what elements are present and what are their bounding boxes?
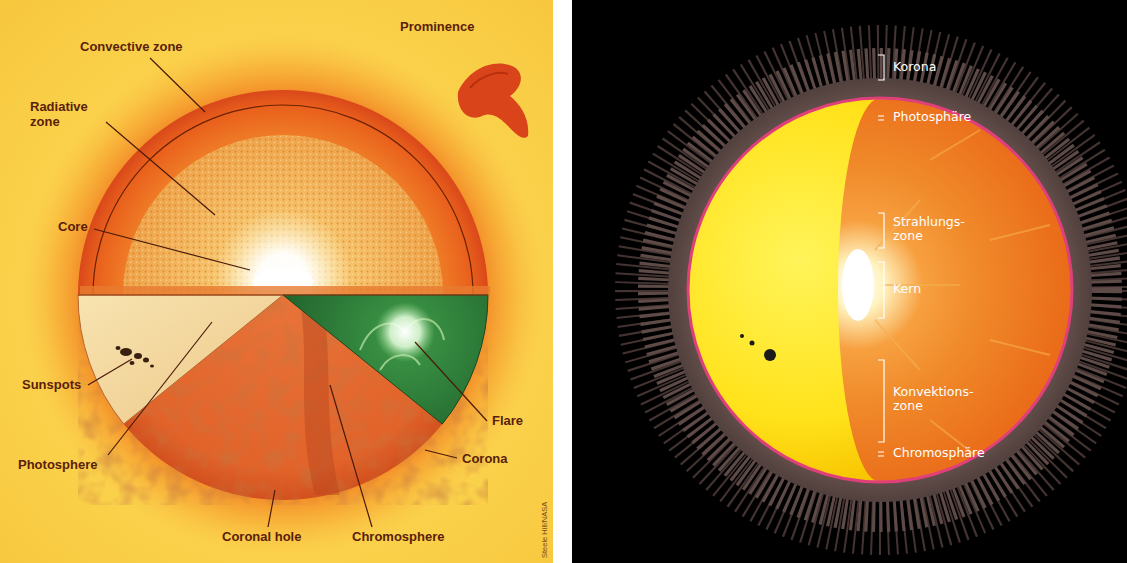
core-glow xyxy=(213,210,353,295)
sunspots-shape xyxy=(740,334,776,361)
radiative-texture xyxy=(123,135,443,295)
leader-lines xyxy=(88,58,487,527)
zone-boundary xyxy=(93,105,473,295)
interior-cutaway xyxy=(838,98,1072,482)
layer-label: Photosphäre xyxy=(893,110,971,124)
zone-label: Convective zone xyxy=(80,40,183,55)
corona-rays xyxy=(645,55,1115,525)
zone-label: Radiative zone xyxy=(30,100,108,130)
cut-line xyxy=(78,295,488,296)
core-label: Core xyxy=(58,220,88,235)
corona-shape xyxy=(668,78,1092,502)
convective-zone-shape xyxy=(78,90,488,295)
flare-wedge xyxy=(283,295,488,424)
feature-label: Coronal hole xyxy=(222,530,301,545)
credit-watermark: Steele Hill/NASA xyxy=(541,502,550,558)
chromosphere-ring xyxy=(688,98,1072,482)
corona-rays xyxy=(660,70,1100,510)
flare-glow xyxy=(375,302,435,362)
brackets xyxy=(878,55,884,456)
zone-label: Konvektions- zone xyxy=(893,385,989,414)
layer-label: Korona xyxy=(893,60,936,74)
prominence-shape xyxy=(458,64,528,138)
layer-label: Chromosphere xyxy=(352,530,444,545)
prominence-detail xyxy=(470,73,508,88)
energy-arrows xyxy=(875,130,1050,455)
chromosphere-texture xyxy=(78,295,488,505)
flare-label: Flare xyxy=(492,414,523,429)
photosphere-shape xyxy=(688,98,1072,482)
corona-glow xyxy=(13,25,553,563)
zone-label: Strahlungs- zone xyxy=(893,215,977,244)
sunspots-shape xyxy=(116,346,155,368)
layer-label: Corona xyxy=(462,452,508,467)
panel-ground xyxy=(572,0,1127,563)
core-shape xyxy=(842,249,874,321)
layer-label: Photosphere xyxy=(18,458,97,473)
core-label: Kern xyxy=(893,282,921,296)
prominence-label: Prominence xyxy=(400,20,474,35)
photosphere-wedge xyxy=(78,295,283,424)
layer-label: Chromosphäre xyxy=(893,446,985,460)
radiative-zone-shape xyxy=(123,135,443,295)
cut-band xyxy=(80,286,490,295)
sunspot-label: Sunspots xyxy=(22,378,81,393)
